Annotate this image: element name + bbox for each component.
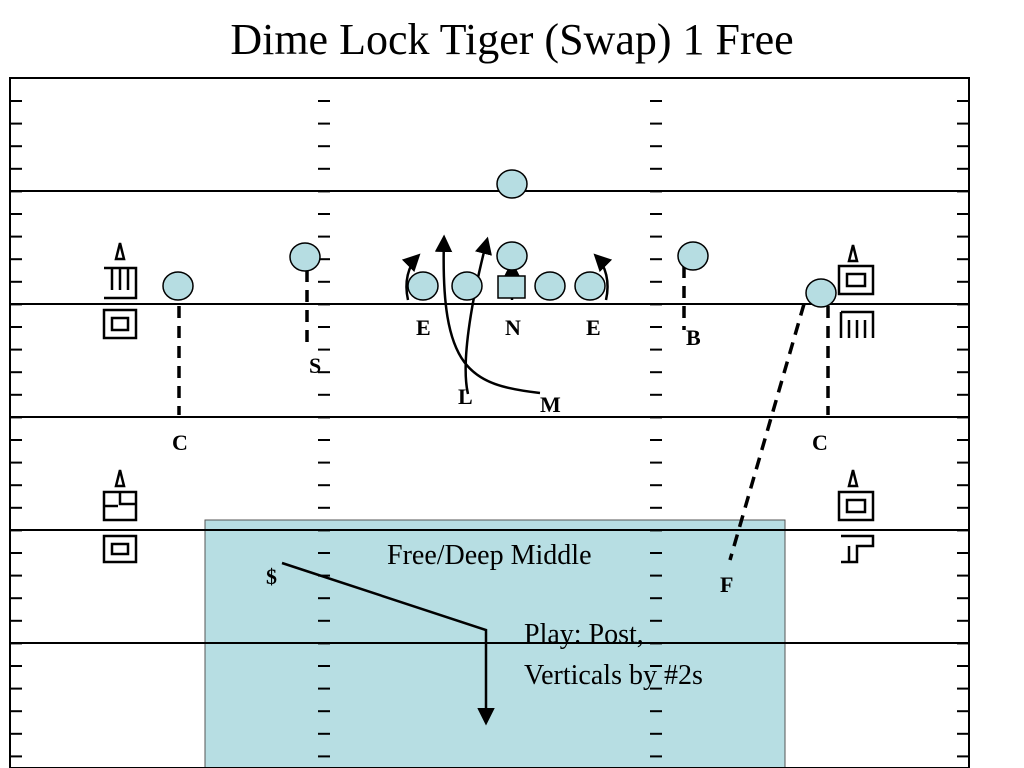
label-corner-right: C xyxy=(812,430,828,455)
hash-marks xyxy=(10,100,969,758)
field-border xyxy=(9,77,970,768)
label-money: $ xyxy=(266,564,277,589)
label-lb-l: L xyxy=(458,384,473,409)
field-number-left-30 xyxy=(102,242,138,340)
label-buck: B xyxy=(686,325,701,350)
field-numbers xyxy=(102,242,875,564)
label-nose: N xyxy=(505,315,521,340)
label-free: F xyxy=(720,572,733,597)
diagram-title: Dime Lock Tiger (Swap) 1 Free xyxy=(230,15,794,64)
zone-label: Free/Deep Middle xyxy=(387,540,592,571)
coverage-lines xyxy=(177,266,830,561)
player-safety-s xyxy=(289,242,321,272)
end-left-rush xyxy=(401,253,421,301)
player-lineman-1 xyxy=(407,271,439,301)
players xyxy=(162,169,837,308)
field-number-right-30 xyxy=(837,244,875,338)
label-end-left: E xyxy=(416,315,431,340)
label-corner-left: C xyxy=(172,430,188,455)
label-end-right: E xyxy=(586,315,601,340)
player-buck xyxy=(677,241,709,271)
yard-lines xyxy=(10,190,969,644)
player-center xyxy=(497,275,526,299)
player-lineman-3 xyxy=(534,271,566,301)
label-safety-s: S xyxy=(309,353,321,378)
player-corner-right xyxy=(805,278,837,308)
play-line-1: Play: Post, xyxy=(524,619,644,650)
free-safety-coverage xyxy=(728,303,806,561)
player-lineman-4 xyxy=(574,271,606,301)
player-corner-left xyxy=(162,271,194,301)
money-route xyxy=(281,561,495,726)
player-nose-back xyxy=(496,241,528,271)
end-right-rush xyxy=(593,253,613,301)
field-number-right-40 xyxy=(837,469,875,564)
player-deep xyxy=(496,169,528,199)
player-lineman-2 xyxy=(451,271,483,301)
play-line-2: Verticals by #2s xyxy=(524,660,703,691)
linebacker-m-route xyxy=(434,234,541,395)
field-number-left-40 xyxy=(102,469,138,564)
label-lb-m: M xyxy=(540,392,561,417)
linebacker-l-route xyxy=(464,236,492,395)
